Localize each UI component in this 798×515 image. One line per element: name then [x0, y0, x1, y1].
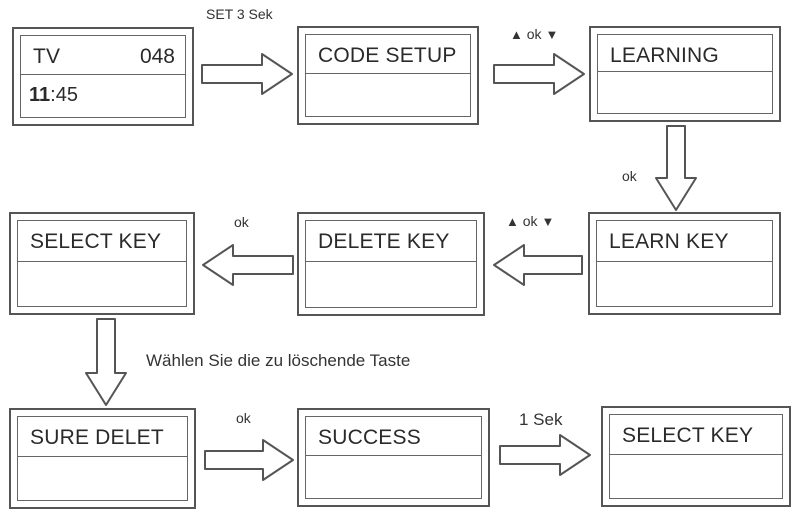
screen-title: CODE SETUP [318, 44, 457, 67]
screen-sure-delet: SURE DELET [9, 408, 196, 509]
screen-title: SURE DELET [30, 426, 164, 449]
screen-title: SELECT KEY [622, 424, 754, 447]
screen-title: LEARNING [610, 44, 719, 67]
screen-learning: LEARNING [589, 26, 781, 122]
set-3-sek-label: SET 3 Sek [206, 6, 273, 22]
ok-nav-label: ▲ ok ▼ [510, 26, 558, 42]
arrow-down-icon [85, 318, 127, 406]
triangle-down-icon: ▼ [541, 214, 555, 229]
screen-title: SELECT KEY [30, 230, 162, 253]
triangle-up-icon: ▲ [506, 214, 519, 229]
arrow-right-icon [201, 53, 293, 95]
triangle-up-icon: ▲ [510, 27, 523, 42]
one-sek-label: 1 Sek [519, 410, 563, 429]
ok-nav-label: ▲ ok ▼ [506, 213, 554, 229]
arrow-right-icon [493, 53, 585, 95]
ok-left-label: ok [234, 214, 249, 230]
screen-title: TV [33, 45, 61, 68]
screen-success: SUCCESS [297, 408, 490, 507]
ok-nav-text: ok [522, 213, 538, 229]
clock-hours: 11 [29, 84, 51, 106]
arrow-left-icon [202, 244, 294, 286]
screen-title: DELETE KEY [318, 230, 450, 253]
screen-title: LEARN KEY [609, 230, 729, 253]
arrow-right-icon [499, 434, 591, 476]
screen-code-setup: CODE SETUP [297, 26, 479, 125]
triangle-down-icon: ▼ [545, 27, 559, 42]
screen-select-key-1: SELECT KEY [9, 212, 195, 315]
ok-bottom-label: ok [236, 410, 251, 426]
screen-delete-key: DELETE KEY [297, 212, 485, 316]
ok-down-label: ok [622, 168, 637, 184]
screen-tv: TV 048 11:45 [12, 27, 194, 126]
instruction-text: Wählen Sie die zu löschende Taste [146, 351, 411, 370]
clock: 11:45 [29, 84, 78, 107]
screen-select-key-2: SELECT KEY [601, 406, 791, 507]
arrow-left-icon [493, 244, 583, 286]
arrow-right-icon [204, 439, 294, 481]
arrow-down-icon [655, 125, 697, 211]
clock-minutes: :45 [50, 84, 78, 106]
ok-nav-text: ok [526, 26, 542, 42]
channel-number: 048 [139, 45, 175, 68]
screen-title: SUCCESS [318, 426, 421, 449]
screen-learn-key: LEARN KEY [588, 212, 781, 315]
